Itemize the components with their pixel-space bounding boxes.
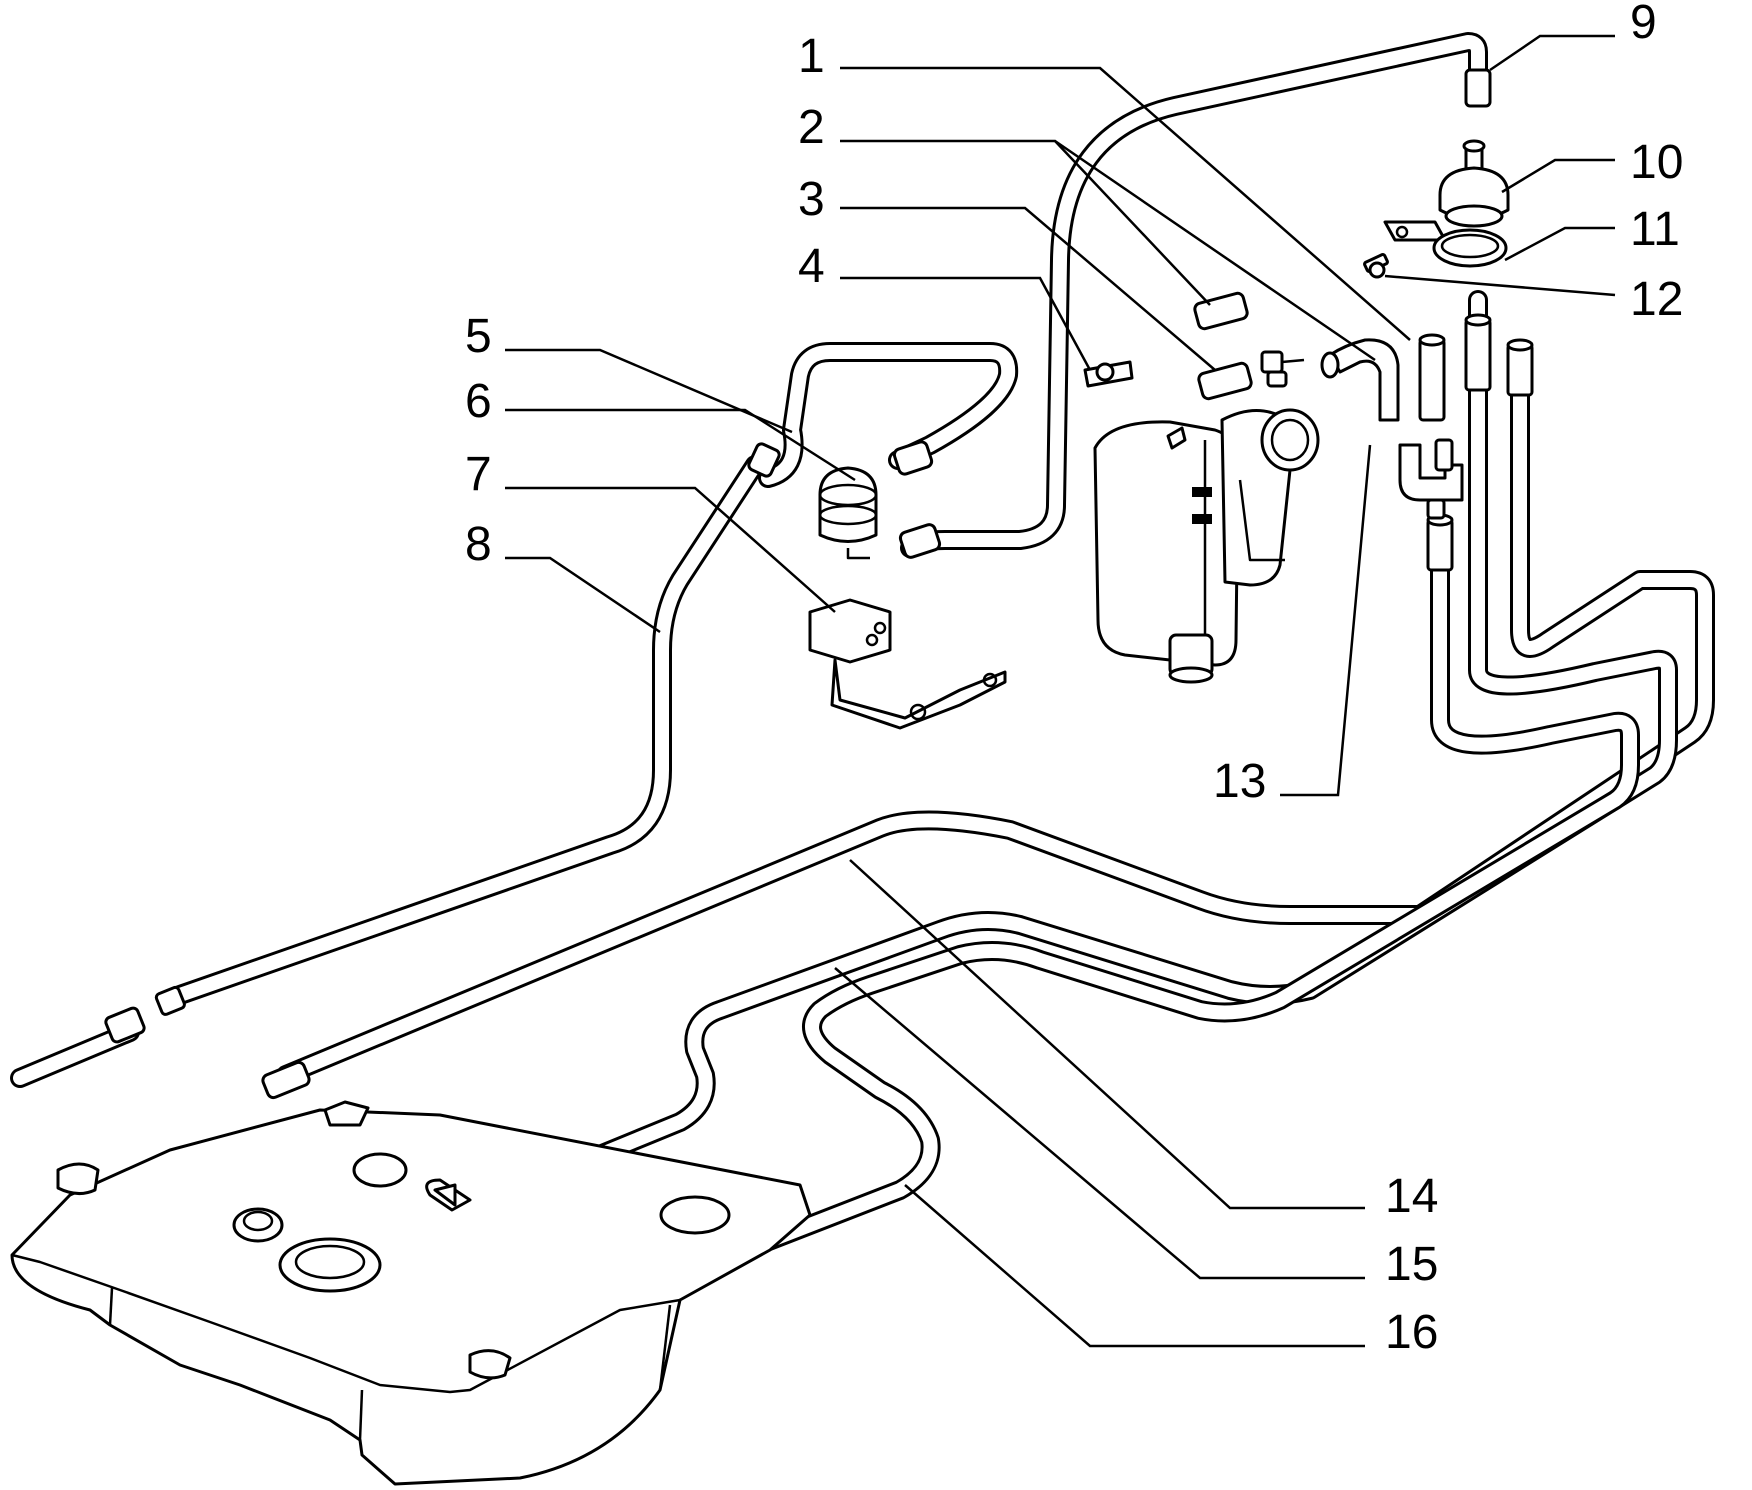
hose-clamp-11	[1383, 220, 1508, 268]
fuel-pipes	[10, 32, 1715, 1305]
callout-10: 10	[1630, 136, 1683, 189]
callout-15: 15	[1385, 1238, 1438, 1291]
pipe-connectors-right	[1398, 313, 1534, 572]
callout-8: 8	[465, 518, 492, 571]
vapor-separator	[1093, 408, 1320, 684]
check-valve-10	[1438, 139, 1510, 228]
small-connector-4	[1083, 360, 1134, 388]
elbow-hose-1	[1320, 338, 1400, 422]
callout-numbers: 1 2 3 4 5 6 7 8 9 10 11 12 13 14 15 16	[465, 0, 1683, 1359]
fuel-tank	[10, 1100, 812, 1486]
callout-13: 13	[1213, 755, 1266, 808]
callout-9: 9	[1630, 0, 1657, 49]
callout-6: 6	[465, 375, 492, 428]
bolt-12	[1363, 252, 1389, 279]
callout-3: 3	[798, 173, 825, 226]
callout-14: 14	[1385, 1170, 1438, 1223]
callout-2: 2	[798, 101, 825, 154]
callout-11: 11	[1630, 203, 1680, 256]
callout-1: 1	[798, 30, 825, 83]
filter-canister-6	[818, 466, 878, 560]
mounting-bracket-7	[808, 598, 1007, 730]
bolt-screw-3	[1260, 350, 1305, 388]
callout-7: 7	[465, 448, 492, 501]
callout-5: 5	[465, 310, 492, 363]
callout-12: 12	[1630, 273, 1683, 326]
callout-4: 4	[798, 240, 825, 293]
leader-lines	[505, 34, 1616, 1348]
callout-16: 16	[1385, 1306, 1438, 1359]
hose-sleeves-2	[1193, 291, 1253, 401]
